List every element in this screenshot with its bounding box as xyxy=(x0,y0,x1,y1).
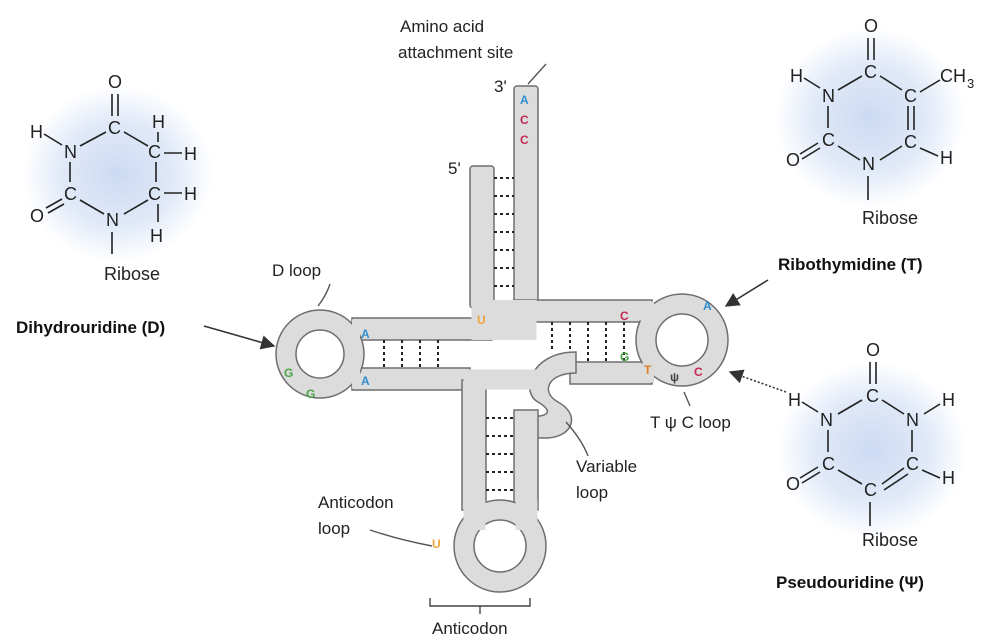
t-loop-g: G xyxy=(620,350,629,364)
ribothymidine-arrow xyxy=(724,279,769,307)
anticodon-loop-label-line2: loop xyxy=(318,519,350,538)
d-stem-u: U xyxy=(477,313,486,327)
svg-text:C: C xyxy=(822,130,835,150)
ribothymidine-structure: O C H N C CH 3 C O C H N Ribose xyxy=(775,16,974,228)
svg-text:H: H xyxy=(184,184,197,204)
five-prime-label: 5' xyxy=(448,159,461,178)
svg-text:H: H xyxy=(940,148,953,168)
svg-text:C: C xyxy=(906,454,919,474)
svg-text:C: C xyxy=(866,386,879,406)
anticodon-stem-pairs xyxy=(486,417,514,491)
dihydrouridine-name: Dihydrouridine (D) xyxy=(16,318,165,337)
svg-text:C: C xyxy=(148,142,161,162)
pseudouridine-arrow xyxy=(728,369,787,393)
t-loop-c: C xyxy=(694,365,703,379)
d-stem-pairs xyxy=(383,340,439,368)
t-arm-lower-strand xyxy=(569,361,653,385)
svg-text:O: O xyxy=(864,16,878,36)
svg-text:H: H xyxy=(942,468,955,488)
svg-text:N: N xyxy=(820,410,833,430)
anticodon-loop-label-line1: Anticodon xyxy=(318,493,394,512)
t-loop-t: T xyxy=(644,363,652,377)
svg-text:H: H xyxy=(152,112,165,132)
t-stem-pairs xyxy=(551,322,625,362)
t-loop-hole xyxy=(655,313,709,367)
acceptor-stem-pairs xyxy=(494,177,514,287)
acceptor-strand-5prime xyxy=(469,165,495,309)
svg-text:C: C xyxy=(864,62,877,82)
svg-text:C: C xyxy=(904,132,917,152)
svg-text:H: H xyxy=(184,144,197,164)
svg-text:C: C xyxy=(108,118,121,138)
svg-text:C: C xyxy=(822,454,835,474)
d-loop-a-top: A xyxy=(361,327,370,341)
three-prime-label: 3' xyxy=(494,77,507,96)
t-loop-psi: ψ xyxy=(670,370,679,384)
svg-text:H: H xyxy=(30,122,43,142)
trna-labels: Amino acid attachment site 3' 5' D loop … xyxy=(272,17,731,638)
amino-acid-label-line2: attachment site xyxy=(398,43,513,62)
pseudouridine-structure: O C H N N H C O C H C Ribose xyxy=(777,340,967,550)
svg-text:H: H xyxy=(942,390,955,410)
trna-backbone xyxy=(275,85,729,593)
anticodon-u: U xyxy=(432,537,441,551)
dihydrouridine-arrow xyxy=(203,325,276,350)
svg-text:N: N xyxy=(64,142,77,162)
svg-text:C: C xyxy=(64,184,77,204)
svg-text:C: C xyxy=(904,86,917,106)
amino-acid-label-line1: Amino acid xyxy=(400,17,484,36)
pseudouridine-name: Pseudouridine (Ψ) xyxy=(776,573,924,592)
d-loop-g1: G xyxy=(284,366,293,380)
svg-text:O: O xyxy=(866,340,880,360)
anticodon-bracket xyxy=(429,598,531,614)
d-arm-upper-strand xyxy=(351,317,493,341)
d-loop-g2: G xyxy=(306,387,315,401)
anticodon-loop-hole xyxy=(473,519,527,573)
svg-text:H: H xyxy=(150,226,163,246)
d-loop-a-bottom: A xyxy=(361,374,370,388)
d-arm-lower-strand xyxy=(351,367,471,391)
t-loop-label: T ψ C loop xyxy=(650,413,731,432)
dihydrouridine-structure: O C H N C H H C H H C O N Ribose xyxy=(23,72,213,284)
acceptor-base-a: A xyxy=(520,93,529,107)
acceptor-base-c2: C xyxy=(520,133,529,147)
svg-text:O: O xyxy=(108,72,122,92)
ribothymidine-name: Ribothymidine (T) xyxy=(778,255,922,274)
t-loop-c-top: C xyxy=(620,309,629,323)
svg-text:Ribose: Ribose xyxy=(862,530,918,550)
svg-text:H: H xyxy=(788,390,801,410)
svg-text:O: O xyxy=(30,206,44,226)
svg-text:Ribose: Ribose xyxy=(862,208,918,228)
svg-text:Ribose: Ribose xyxy=(104,264,160,284)
svg-text:N: N xyxy=(106,210,119,230)
variable-loop-label-line1: Variable xyxy=(576,457,637,476)
d-loop-hole xyxy=(295,329,345,379)
anticodon-strand-left xyxy=(461,379,487,511)
acceptor-base-c1: C xyxy=(520,113,529,127)
svg-text:C: C xyxy=(148,184,161,204)
nucleotides: A C C U A A G G C A G T ψ C U xyxy=(284,93,712,551)
svg-text:H: H xyxy=(790,66,803,86)
svg-text:N: N xyxy=(906,410,919,430)
svg-text:N: N xyxy=(862,154,875,174)
t-loop-a: A xyxy=(703,299,712,313)
anticodon-label: Anticodon xyxy=(432,619,508,638)
svg-text:3: 3 xyxy=(967,76,974,91)
svg-text:CH: CH xyxy=(940,66,966,86)
svg-text:O: O xyxy=(786,150,800,170)
svg-text:N: N xyxy=(822,86,835,106)
d-loop-label: D loop xyxy=(272,261,321,280)
svg-text:C: C xyxy=(864,480,877,500)
anticodon-strand-right xyxy=(513,409,539,511)
variable-loop-label-line2: loop xyxy=(576,483,608,502)
svg-text:O: O xyxy=(786,474,800,494)
